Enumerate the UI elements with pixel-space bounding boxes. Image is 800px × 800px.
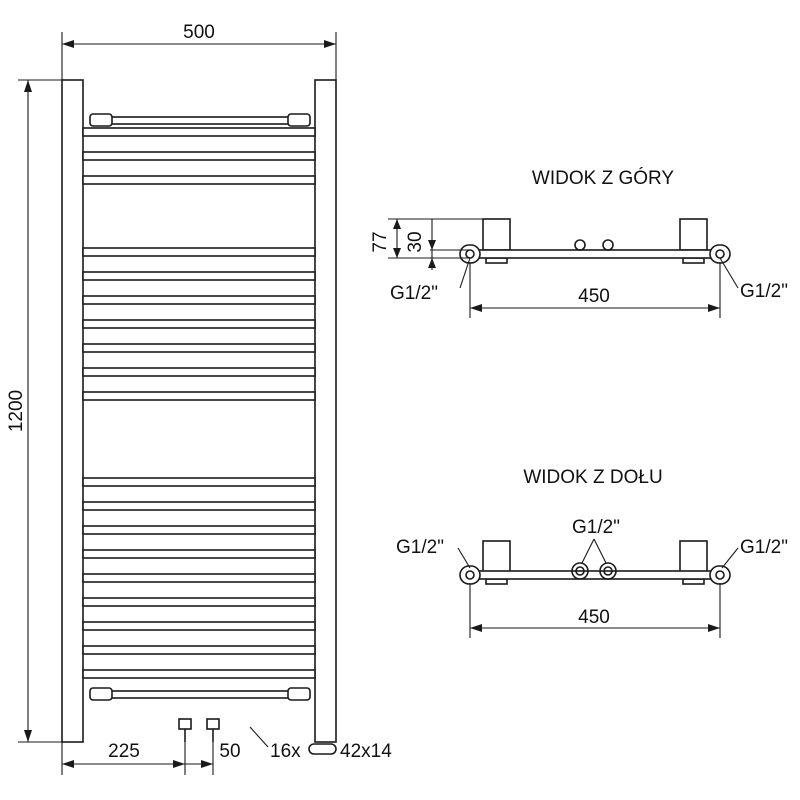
height-label: 1200	[6, 390, 27, 432]
bottom-view: WIDOK Z DOŁU G1/2" G1/2" G1/2" 450	[396, 467, 788, 638]
rung	[82, 127, 316, 137]
rung	[82, 645, 316, 655]
rung	[82, 573, 316, 583]
top-right-bracket	[679, 218, 708, 251]
offset-label: 225	[108, 741, 140, 762]
bottom-left-bracket	[482, 540, 511, 573]
inlet-pipes	[178, 718, 220, 742]
rung	[82, 669, 316, 679]
top-span-label: 450	[578, 286, 610, 307]
bottom-center-conn-left	[571, 562, 589, 580]
rung	[82, 477, 316, 487]
front-view: 500 1200 225 50 16x	[6, 22, 392, 775]
top-bracket	[89, 113, 311, 127]
rung	[82, 175, 316, 185]
bottom-left-conn-label: G1/2"	[396, 537, 444, 558]
rung	[82, 151, 316, 161]
depth-inner-label: 30	[405, 231, 426, 252]
rung-callout: 16x 42x14	[249, 726, 392, 762]
top-view: WIDOK Z GÓRY 77 30	[370, 167, 788, 318]
rung	[82, 343, 316, 353]
bottom-span-label: 450	[578, 607, 610, 628]
rung-size-label: 42x14	[340, 741, 392, 762]
height-dimension: 1200	[6, 79, 62, 743]
pipe-position-dimension: 225 50	[61, 741, 241, 775]
rung	[82, 319, 316, 329]
bottom-right-conn-label: G1/2"	[740, 537, 788, 558]
rung	[82, 621, 316, 631]
width-label: 500	[183, 22, 215, 43]
bottom-body-bar	[469, 570, 721, 580]
bottom-span-dimension: 450	[469, 583, 721, 638]
bottom-right-bracket	[679, 540, 708, 573]
rung	[82, 271, 316, 281]
rung	[82, 367, 316, 377]
rung	[82, 295, 316, 305]
left-column	[61, 79, 84, 743]
top-right-conn-label: G1/2"	[740, 281, 788, 302]
depth-dimension: 77 30	[370, 218, 483, 270]
top-left-conn-label: G1/2"	[390, 283, 438, 304]
top-span-dimension: 450	[469, 262, 721, 318]
top-view-title: WIDOK Z GÓRY	[532, 167, 674, 189]
pipe-spacing-label: 50	[219, 741, 240, 762]
bottom-view-title: WIDOK Z DOŁU	[523, 467, 662, 488]
rung-count-label: 16x	[270, 741, 301, 762]
top-left-bracket	[482, 218, 511, 251]
bottom-center-conn-label: G1/2"	[572, 517, 620, 538]
rung	[82, 247, 316, 257]
rung-profile-icon	[308, 743, 337, 755]
right-column	[314, 79, 337, 743]
rungs	[82, 127, 316, 679]
width-dimension: 500	[61, 22, 337, 80]
rung	[82, 501, 316, 511]
rung	[82, 525, 316, 535]
rung	[82, 549, 316, 559]
depth-label: 77	[370, 231, 391, 252]
rung	[82, 597, 316, 607]
bottom-bracket	[89, 687, 311, 701]
rung	[82, 391, 316, 401]
bottom-center-conn-right	[599, 562, 617, 580]
top-body-bar	[469, 249, 721, 259]
